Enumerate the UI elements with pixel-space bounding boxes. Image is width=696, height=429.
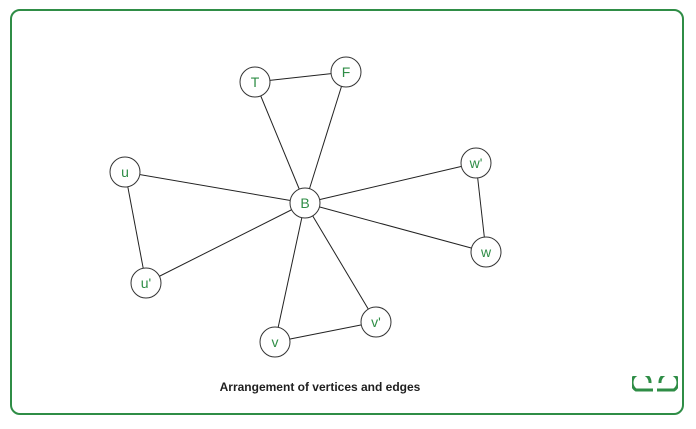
vertex-v: v: [259, 326, 291, 358]
vertex-F: F: [330, 56, 362, 88]
vertex-w': w': [460, 147, 492, 179]
vertex-B: B: [289, 187, 321, 219]
edge-u-B: [124, 171, 306, 204]
vertex-circle: [259, 326, 291, 358]
edge-u-u': [124, 171, 147, 284]
edge-w'-B: [304, 162, 477, 204]
vertex-label: w: [480, 244, 492, 260]
edge-w-B: [304, 202, 487, 253]
edge-F-B: [304, 71, 347, 204]
vertex-T: T: [239, 66, 271, 98]
vertex-v': v': [360, 306, 392, 338]
vertex-circle: [360, 306, 392, 338]
vertex-u': u': [130, 267, 162, 299]
edge-v'-B: [304, 202, 377, 323]
vertex-circle: [289, 187, 321, 219]
vertex-label: T: [251, 74, 260, 90]
vertex-u: u: [109, 156, 141, 188]
vertex-label: v: [272, 334, 279, 350]
vertex-circle: [330, 56, 362, 88]
vertex-label: B: [300, 195, 309, 211]
vertex-circle: [130, 267, 162, 299]
edge-v-B: [274, 202, 306, 343]
vertex-circle: [470, 236, 502, 268]
edge-u'-B: [145, 202, 306, 284]
vertex-circle: [239, 66, 271, 98]
vertex-label: u: [121, 164, 129, 180]
gfg-logo: [632, 376, 678, 392]
vertex-circle: [460, 147, 492, 179]
nodes-group: T Fu w' Bw u' v' v: [109, 56, 502, 358]
edge-T-B: [254, 81, 306, 204]
vertex-label: F: [342, 64, 351, 80]
vertex-circle: [109, 156, 141, 188]
vertex-label: u': [141, 275, 151, 291]
vertex-w: w: [470, 236, 502, 268]
diagram-caption: Arrangement of vertices and edges: [219, 380, 421, 394]
vertex-label: v': [371, 314, 381, 330]
vertex-label: w': [469, 155, 483, 171]
edge-v-v': [274, 321, 377, 343]
